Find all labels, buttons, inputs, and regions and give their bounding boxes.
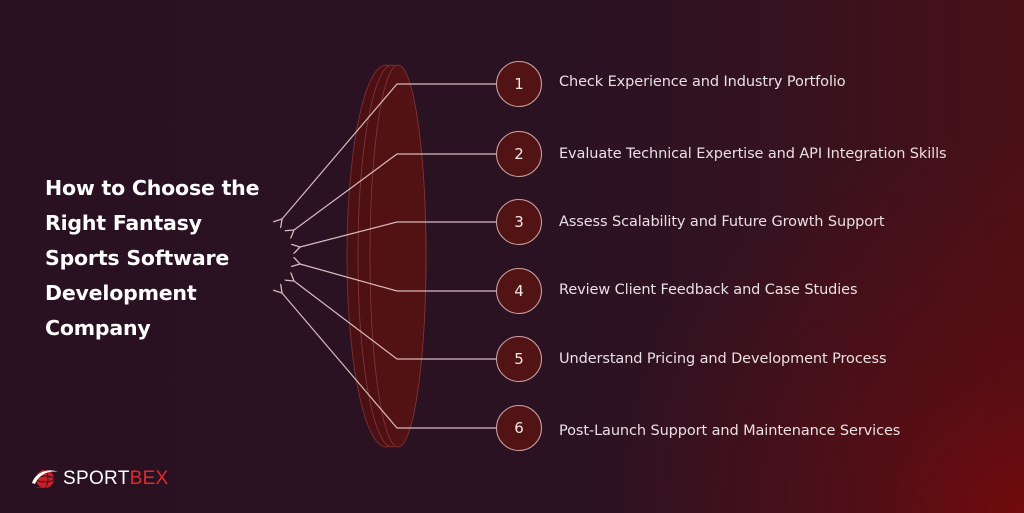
step-label-4: Review Client Feedback and Case Studies: [559, 282, 858, 298]
title-line-2: Right Fantasy: [45, 211, 202, 235]
lens-shape: [346, 64, 427, 448]
step-number-2: 2: [496, 131, 542, 177]
page-title: How to Choose the Right Fantasy Sports S…: [45, 171, 295, 346]
step-label-6: Post-Launch Support and Maintenance Serv…: [559, 423, 901, 439]
globe-swoosh-icon: [32, 469, 58, 489]
title-line-1: How to Choose the: [45, 176, 260, 200]
brand-text-sport: SPORT: [63, 468, 130, 489]
step-label-3: Assess Scalability and Future Growth Sup…: [559, 214, 885, 230]
connector-5: [294, 281, 496, 360]
brand-logo: SPORTBEX: [30, 466, 169, 492]
title-line-3: Sports Software: [45, 246, 230, 270]
step-number-4: 4: [496, 268, 542, 314]
step-number-1: 1: [496, 61, 542, 107]
connector-3: [300, 221, 496, 247]
step-number-3: 3: [496, 199, 542, 245]
connector-6: [282, 293, 496, 429]
step-number-5: 5: [496, 336, 542, 382]
connector-1: [282, 83, 496, 219]
brand-wordmark: SPORTBEX: [63, 466, 169, 492]
connector-2: [294, 153, 496, 230]
title-line-4: Development: [45, 281, 197, 305]
connectors: [282, 83, 496, 429]
step-number-6: 6: [496, 405, 542, 451]
step-label-5: Understand Pricing and Development Proce…: [559, 351, 887, 367]
title-line-5: Company: [45, 316, 151, 340]
step-label-1: Check Experience and Industry Portfolio: [559, 74, 846, 90]
connector-4: [300, 264, 496, 292]
brand-text-bex: BEX: [129, 468, 169, 489]
step-label-2: Evaluate Technical Expertise and API Int…: [559, 146, 947, 162]
